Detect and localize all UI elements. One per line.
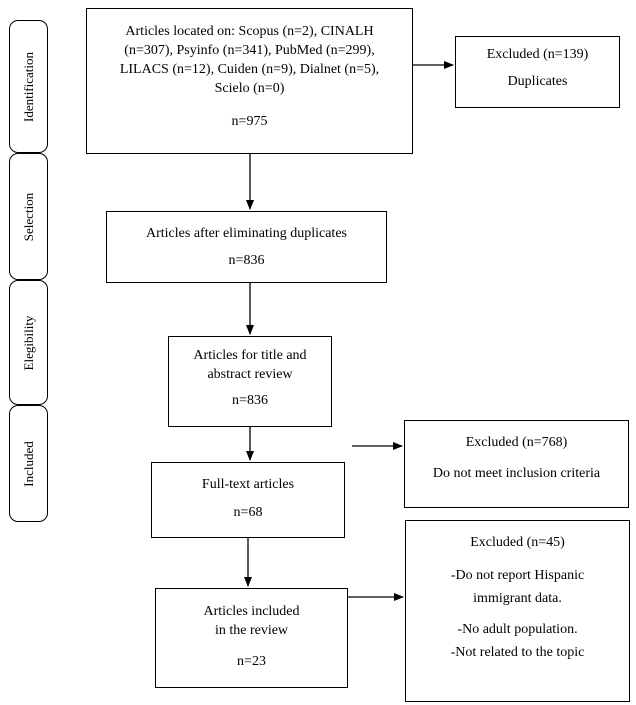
excluded-reason: -No adult population.: [457, 622, 578, 637]
stage-eligibility: Elegibility: [9, 280, 48, 405]
box-count: n=836: [232, 393, 268, 408]
box-excluded-duplicates: Excluded (n=139) Duplicates: [455, 36, 620, 108]
box-included: Articles included in the review n=23: [155, 588, 348, 688]
box-count: n=975: [231, 114, 268, 129]
box-line: Scielo (n=0): [214, 81, 285, 96]
box-excluded-final: Excluded (n=45) -Do not report Hispanic …: [405, 520, 630, 702]
excluded-reason: -Not related to the topic: [450, 645, 585, 660]
box-line: abstract review: [207, 367, 293, 382]
stage-identification: Identification: [9, 20, 48, 153]
excluded-title: Excluded (n=768): [465, 435, 568, 450]
stage-included: Included: [9, 405, 48, 522]
excluded-title: Excluded (n=139): [486, 47, 589, 62]
box-line: Articles after eliminating duplicates: [146, 226, 347, 241]
box-after-duplicates: Articles after eliminating duplicates n=…: [106, 211, 387, 283]
box-line: Articles for title and: [193, 348, 307, 363]
box-line: Full-text articles: [201, 477, 295, 492]
box-full-text: Full-text articles n=68: [151, 462, 345, 538]
excluded-title: Excluded (n=45): [470, 535, 565, 550]
excluded-reason: Do not meet inclusion criteria: [432, 466, 601, 481]
box-count: n=68: [233, 505, 263, 520]
box-line: in the review: [214, 623, 289, 638]
box-title-abstract: Articles for title and abstract review n…: [168, 336, 332, 427]
excluded-reason: Duplicates: [507, 74, 568, 89]
box-count: n=23: [237, 654, 266, 669]
stage-selection: Selection: [9, 153, 48, 280]
box-line: (n=307), Psyinfo (n=341), PubMed (n=299)…: [124, 43, 375, 58]
box-line: Articles located on: Scopus (n=2), CINAL…: [125, 24, 374, 39]
box-line: Articles included: [203, 604, 300, 619]
box-identified: Articles located on: Scopus (n=2), CINAL…: [86, 8, 413, 154]
box-line: LILACS (n=12), Cuiden (n=9), Dialnet (n=…: [119, 62, 380, 77]
excluded-reason: immigrant data.: [473, 591, 562, 606]
box-count: n=836: [228, 253, 265, 268]
excluded-reason: -Do not report Hispanic: [450, 568, 585, 583]
box-excluded-criteria: Excluded (n=768) Do not meet inclusion c…: [404, 420, 629, 508]
